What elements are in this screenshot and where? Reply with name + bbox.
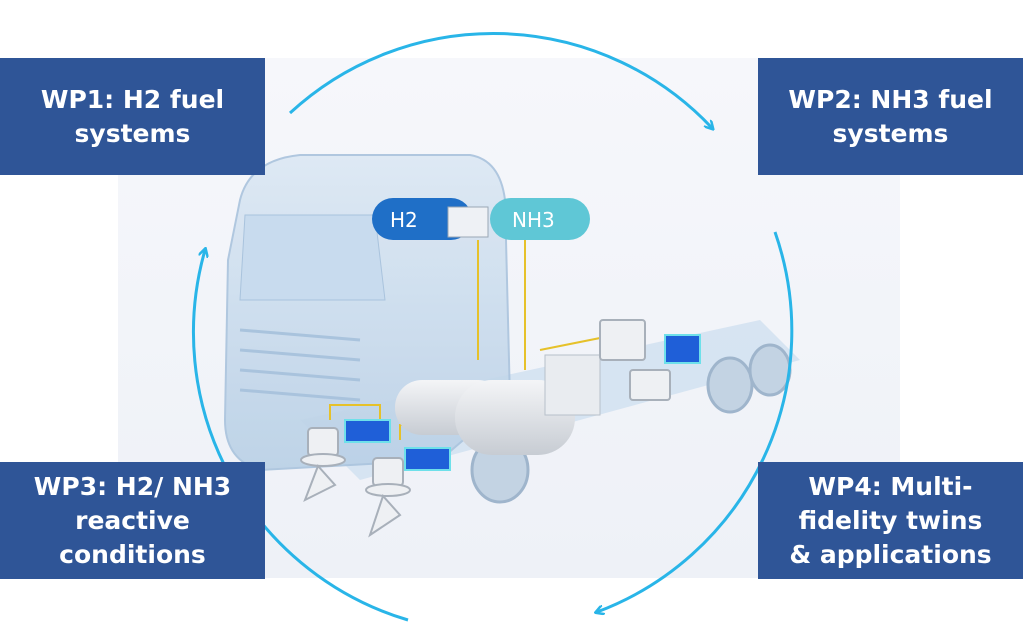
- wp2-box: WP2: NH3 fuel systems: [758, 58, 1023, 175]
- h2-tank: H2: [372, 198, 472, 240]
- compressor-unit: [447, 206, 489, 238]
- fuel-cell-box: [544, 354, 601, 416]
- engine-units: [300, 319, 671, 538]
- arrow-wp2-to-wp4: [597, 231, 794, 612]
- battery-modules: [344, 334, 701, 471]
- wp1-box: WP1: H2 fuel systems: [0, 58, 265, 175]
- windshield: [239, 214, 386, 301]
- grille: [239, 328, 361, 402]
- nh3-tank-label: NH3: [512, 208, 555, 232]
- wp3-box: WP3: H2/ NH3 reactive conditions: [0, 462, 265, 579]
- arrow-wp1-to-wp2: [288, 32, 712, 128]
- h2-tank-label: H2: [390, 208, 418, 232]
- nh3-tank: NH3: [490, 198, 590, 240]
- wp4-box: WP4: Multi- fidelity twins & application…: [758, 462, 1023, 579]
